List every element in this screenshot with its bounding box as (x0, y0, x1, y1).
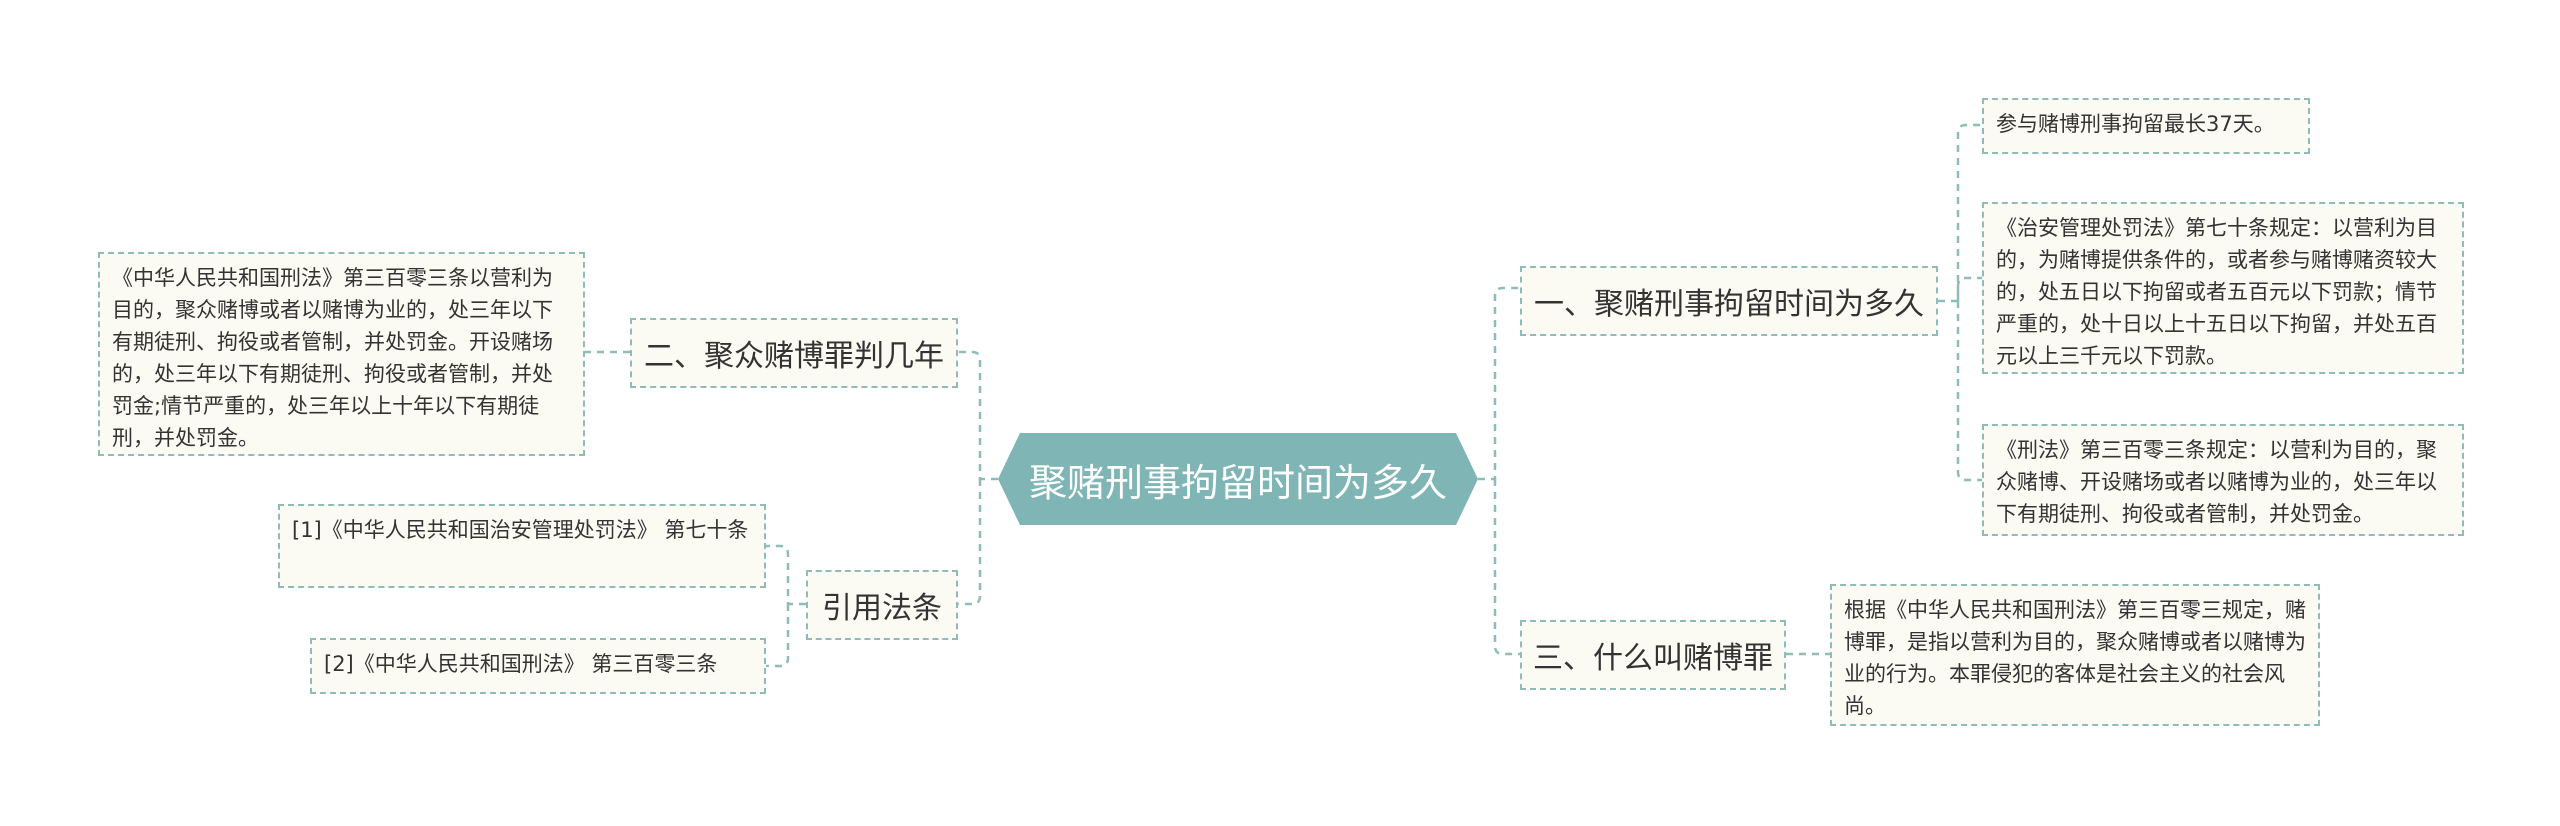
leaf-cited-law-2[interactable]: [2]《中华人民共和国刑法》 第三百零三条 (310, 638, 766, 694)
leaf-cited-law-1-text: [1]《中华人民共和国治安管理处罚法》 第七十条 (292, 518, 749, 542)
leaf-criminal-law-303-text: 《刑法》第三百零三条规定：以营利为目的，聚众赌博、开设赌场或者以赌博为业的，处三… (1996, 438, 2437, 526)
leaf-cited-law-2-text: [2]《中华人民共和国刑法》 第三百零三条 (324, 652, 718, 676)
leaf-max-detention-text: 参与赌博刑事拘留最长37天。 (1996, 112, 2275, 136)
branch-gathering-gambling-sentence-label: 二、聚众赌博罪判几年 (644, 339, 944, 374)
leaf-public-security-law[interactable]: 《治安管理处罚法》第七十条规定：以营利为目的，为赌博提供条件的，或者参与赌博赌资… (1982, 202, 2464, 374)
leaf-gambling-crime-definition[interactable]: 根据《中华人民共和国刑法》第三百零三规定，赌博罪，是指以营利为目的，聚众赌博或者… (1830, 584, 2320, 726)
leaf-criminal-law-sentence-text: 《中华人民共和国刑法》第三百零三条以营利为目的，聚众赌博或者以赌博为业的，处三年… (112, 266, 553, 450)
branch-gathering-gambling-sentence[interactable]: 二、聚众赌博罪判几年 (630, 318, 958, 388)
branch-cited-laws[interactable]: 引用法条 (806, 570, 958, 640)
leaf-criminal-law-sentence[interactable]: 《中华人民共和国刑法》第三百零三条以营利为目的，聚众赌博或者以赌博为业的，处三年… (98, 252, 585, 456)
branch-gambling-crime-definition-label: 三、什么叫赌博罪 (1533, 641, 1773, 676)
leaf-gambling-crime-definition-text: 根据《中华人民共和国刑法》第三百零三规定，赌博罪，是指以营利为目的，聚众赌博或者… (1844, 598, 2306, 718)
branch-detention-duration-label: 一、聚赌刑事拘留时间为多久 (1534, 287, 1924, 322)
root-label: 聚赌刑事拘留时间为多久 (1028, 460, 1447, 505)
root-hexagon-shape (998, 433, 1478, 525)
branch-cited-laws-label: 引用法条 (822, 591, 942, 626)
leaf-cited-law-1[interactable]: [1]《中华人民共和国治安管理处罚法》 第七十条 (278, 504, 766, 588)
leaf-criminal-law-303[interactable]: 《刑法》第三百零三条规定：以营利为目的，聚众赌博、开设赌场或者以赌博为业的，处三… (1982, 424, 2464, 536)
leaf-max-detention[interactable]: 参与赌博刑事拘留最长37天。 (1982, 98, 2310, 154)
branch-gambling-crime-definition[interactable]: 三、什么叫赌博罪 (1520, 620, 1786, 690)
root-topic[interactable]: 聚赌刑事拘留时间为多久 (998, 433, 1478, 525)
branch-detention-duration[interactable]: 一、聚赌刑事拘留时间为多久 (1520, 266, 1938, 336)
leaf-public-security-law-text: 《治安管理处罚法》第七十条规定：以营利为目的，为赌博提供条件的，或者参与赌博赌资… (1996, 216, 2437, 368)
